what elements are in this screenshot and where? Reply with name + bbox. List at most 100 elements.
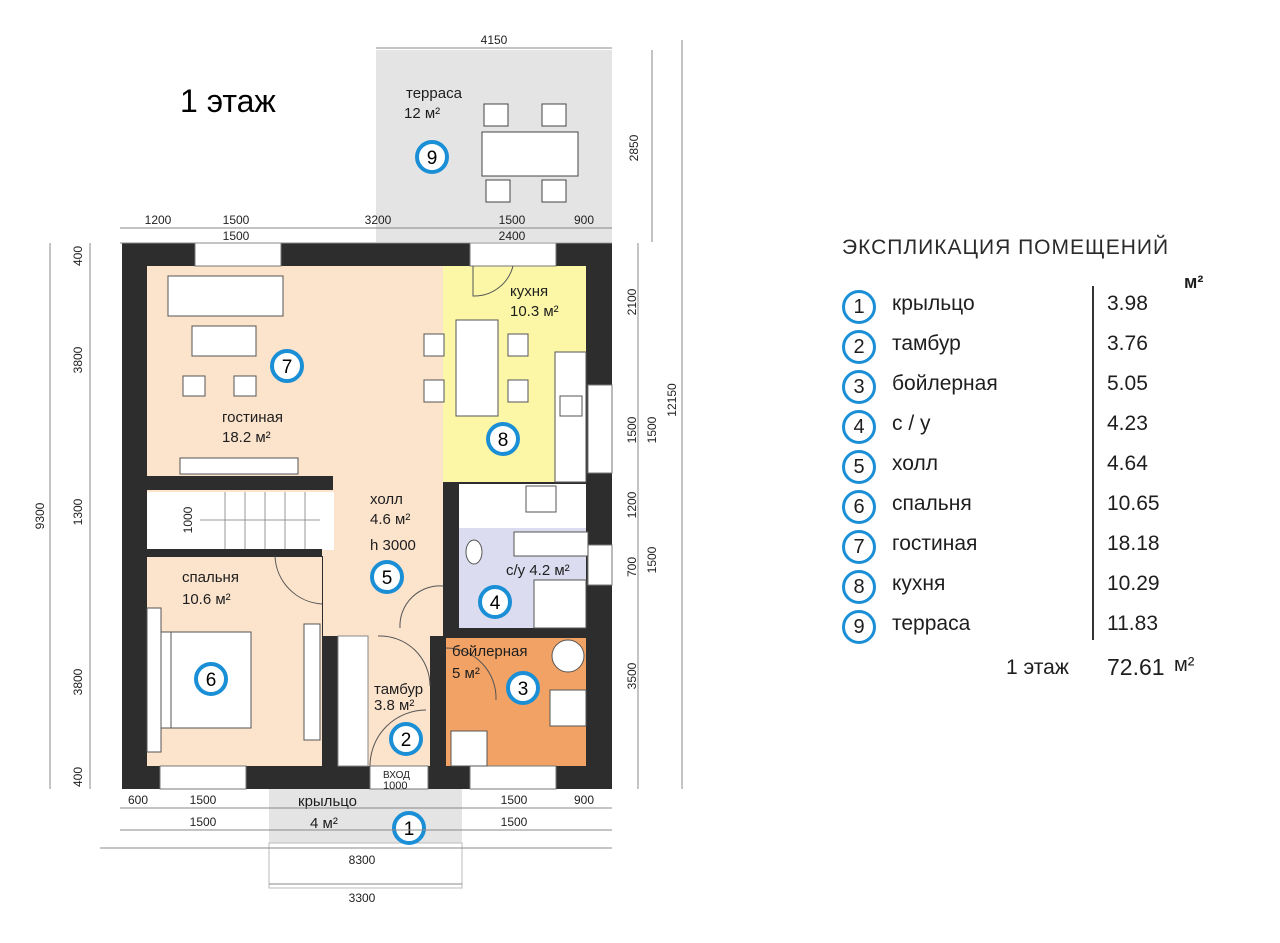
- living-label: гостиная: [222, 409, 283, 426]
- schedule-area: 3.98: [1107, 292, 1148, 315]
- terrace-chair: [541, 103, 567, 127]
- schedule-divider: [1092, 286, 1094, 640]
- armchair: [233, 375, 257, 397]
- dim-bottom2-1: 1500: [501, 815, 528, 829]
- dim-right2-0: 1500: [645, 416, 659, 443]
- schedule-row: 8 кухня 10.29: [842, 568, 1242, 608]
- cabinet: [450, 730, 488, 767]
- terrace-table: [481, 131, 579, 177]
- inner-wall: [430, 636, 446, 766]
- schedule-room: с / у: [892, 412, 931, 435]
- dim-bottom-3: 900: [574, 793, 594, 807]
- schedule-num: 2: [842, 330, 876, 364]
- window: [194, 242, 282, 267]
- schedule-row: 1 крыльцо 3.98: [842, 288, 1242, 328]
- schedule-title: ЭКСПЛИКАЦИЯ ПОМЕЩЕНИЙ: [842, 236, 1170, 259]
- dim-bottom-2: 1500: [501, 793, 528, 807]
- terrace-chair: [483, 103, 509, 127]
- kitchen-counter: [554, 351, 587, 483]
- dim-terrace-depth: 2850: [627, 134, 641, 161]
- marker-1: 1: [392, 811, 426, 845]
- dim-bottom-0: 600: [128, 793, 148, 807]
- svg-text:3: 3: [518, 679, 529, 700]
- dim-left-4: 400: [71, 767, 85, 787]
- window: [469, 242, 557, 267]
- dim-terrace-width: 4150: [481, 33, 508, 47]
- floor-plan: 1 этаж: [33, 33, 683, 905]
- dim-left-0: 400: [71, 246, 85, 266]
- schedule-total-label: 1 этаж: [1006, 656, 1069, 679]
- dim-overall-width: 8300: [349, 853, 376, 867]
- schedule-area: 4.23: [1107, 412, 1148, 435]
- dim-left-total: 9300: [33, 502, 47, 529]
- bedroom-area-label: 10.6 м²: [182, 591, 231, 608]
- schedule-room: крыльцо: [892, 292, 975, 315]
- dim-right-1: 1500: [625, 416, 639, 443]
- inner-wall: [147, 476, 333, 490]
- tv-stand: [179, 457, 299, 475]
- terrace-label: терраса: [406, 85, 463, 102]
- dining-table: [455, 319, 499, 417]
- dim-top-0: 1200: [145, 213, 172, 227]
- schedule-room: терраса: [892, 612, 971, 635]
- window: [587, 544, 613, 586]
- entrance-door: [369, 765, 429, 790]
- hall-label: холл: [370, 491, 403, 508]
- svg-text:7: 7: [282, 357, 293, 378]
- schedule-total-value: 72.61: [1107, 654, 1165, 680]
- hall-height-label: h 3000: [370, 537, 416, 554]
- shower: [533, 579, 587, 629]
- entrance-label: ВХОД: [383, 770, 410, 781]
- door-swings: [274, 265, 514, 767]
- chair: [423, 333, 445, 357]
- living-area-label: 18.2 м²: [222, 429, 271, 446]
- svg-text:6: 6: [206, 670, 217, 691]
- dim-top-1: 1500: [223, 213, 250, 227]
- boiler: [551, 639, 585, 673]
- vestibule-label: тамбур: [374, 681, 423, 698]
- dim-right-4: 3500: [625, 662, 639, 689]
- marker-4: 4: [478, 585, 512, 619]
- schedule-area: 10.65: [1107, 492, 1160, 515]
- sink: [559, 395, 583, 417]
- window: [587, 384, 613, 474]
- svg-text:4: 4: [490, 593, 501, 614]
- wardrobe: [303, 623, 321, 741]
- dim-right-total: 12150: [665, 383, 679, 417]
- schedule-num: 4: [842, 410, 876, 444]
- dim-stair-width: 1000: [181, 506, 195, 533]
- dim-left-2: 1300: [71, 498, 85, 525]
- schedule-num: 5: [842, 450, 876, 484]
- entrance-width: 1000: [383, 780, 407, 792]
- dim-right-2: 1200: [625, 491, 639, 518]
- schedule-num: 3: [842, 370, 876, 404]
- coffee-table: [191, 325, 257, 357]
- bathroom-label: с/у 4.2 м²: [506, 562, 570, 579]
- marker-3: 3: [506, 671, 540, 705]
- marker-6: 6: [194, 662, 228, 696]
- window: [159, 765, 247, 790]
- schedule-area: 10.29: [1107, 572, 1160, 595]
- room-markers: 9 7 8 5 4 6 3 2 1: [194, 140, 540, 845]
- kitchen-label: кухня: [510, 283, 548, 300]
- schedule-room: кухня: [892, 572, 946, 595]
- inner-wall: [446, 628, 588, 638]
- terrace-area-label: 12 м²: [404, 105, 440, 122]
- marker-8: 8: [486, 422, 520, 456]
- toilet: [465, 539, 483, 565]
- schedule-row: 7 гостиная 18.18: [842, 528, 1242, 568]
- schedule-num: 8: [842, 570, 876, 604]
- room-schedule: ЭКСПЛИКАЦИЯ ПОМЕЩЕНИЙ м² 1 крыльцо 3.98 …: [842, 236, 1262, 680]
- sofa: [167, 275, 284, 317]
- dim-top2-1: 2400: [499, 229, 526, 243]
- kitchen-area-label: 10.3 м²: [510, 303, 559, 320]
- schedule-row: 4 с / у 4.23: [842, 408, 1242, 448]
- svg-text:9: 9: [427, 148, 438, 169]
- kitchen-counter-area: [459, 484, 586, 528]
- schedule-num: 9: [842, 610, 876, 644]
- chair: [423, 379, 445, 403]
- terrace-chair: [541, 179, 567, 203]
- schedule-room: холл: [892, 452, 938, 475]
- window: [469, 765, 557, 790]
- svg-text:5: 5: [382, 568, 393, 589]
